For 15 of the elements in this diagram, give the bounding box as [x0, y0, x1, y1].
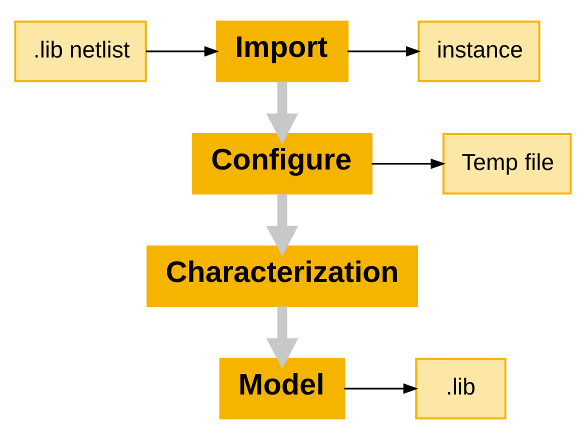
node-box: Model: [219, 358, 346, 420]
node-box: .lib: [415, 358, 506, 420]
node-box: Temp file: [442, 133, 572, 195]
arrow: [146, 46, 220, 57]
arrow: [266, 82, 298, 144]
node-box: instance: [418, 20, 540, 82]
arrow: [266, 306, 298, 369]
node-box: Import: [216, 20, 349, 82]
node-box: Configure: [192, 133, 373, 195]
arrow: [372, 158, 446, 169]
arrow: [266, 194, 298, 256]
arrow: [348, 46, 421, 57]
arrow: [344, 383, 418, 394]
node-box: .lib netlist: [14, 20, 147, 82]
node-box: Characterization: [146, 245, 418, 307]
